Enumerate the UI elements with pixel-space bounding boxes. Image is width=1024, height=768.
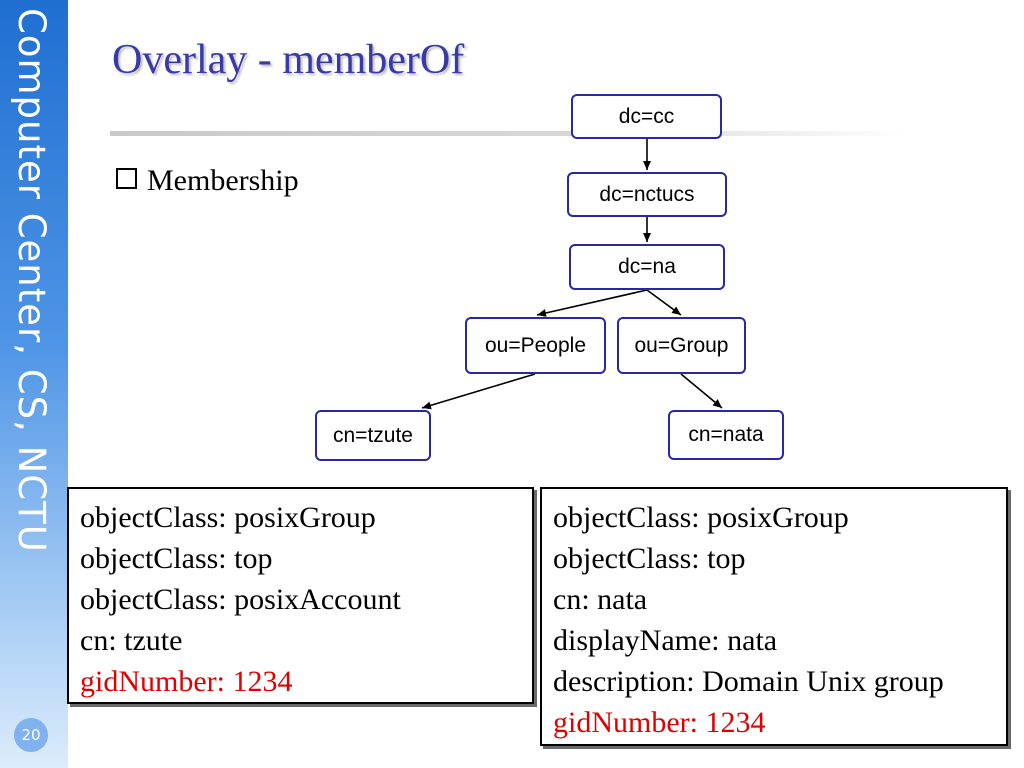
page-number: 20 xyxy=(14,718,48,752)
tzute-attributes-box: objectClass: posixGroup objectClass: top… xyxy=(67,487,534,704)
node-dc-cc: dc=cc xyxy=(571,94,722,139)
attribute-line: displayName: nata xyxy=(553,624,778,657)
edge-na-people xyxy=(536,289,648,317)
title-divider xyxy=(110,131,910,136)
attribute-line: objectClass: posixGroup xyxy=(553,501,849,534)
edge-people-tzute xyxy=(421,373,536,410)
node-cn-tzute: cn=tzute xyxy=(315,410,431,461)
gidnumber-line: gidNumber: 1234 xyxy=(553,706,766,739)
attribute-line: objectClass: posixGroup xyxy=(80,501,376,534)
edge-na-group xyxy=(646,289,682,316)
attribute-line: cn: tzute xyxy=(80,624,183,657)
bullet-item: Membership xyxy=(116,164,299,198)
nata-attributes-box: objectClass: posixGroup objectClass: top… xyxy=(540,487,1008,746)
edge-group-nata xyxy=(680,373,723,409)
sidebar: Computer Center, CS, NCTU 20 xyxy=(0,0,68,768)
slide-title: Overlay - memberOf xyxy=(112,37,465,83)
sidebar-label: Computer Center, CS, NCTU xyxy=(10,8,53,553)
node-ou-people: ou=People xyxy=(465,317,606,374)
checkbox-bullet-icon xyxy=(116,168,137,189)
gidnumber-line: gidNumber: 1234 xyxy=(80,665,293,698)
attribute-line: cn: nata xyxy=(553,583,648,616)
attribute-line: objectClass: top xyxy=(553,542,746,575)
node-dc-na: dc=na xyxy=(569,244,725,290)
attribute-line: description: Domain Unix group xyxy=(553,665,944,698)
node-dc-nctucs: dc=nctucs xyxy=(567,172,727,217)
bullet-text: Membership xyxy=(147,164,299,197)
attribute-line: objectClass: posixAccount xyxy=(80,583,401,616)
attribute-line: objectClass: top xyxy=(80,542,273,575)
node-cn-nata: cn=nata xyxy=(668,410,784,460)
node-ou-group: ou=Group xyxy=(617,317,746,374)
